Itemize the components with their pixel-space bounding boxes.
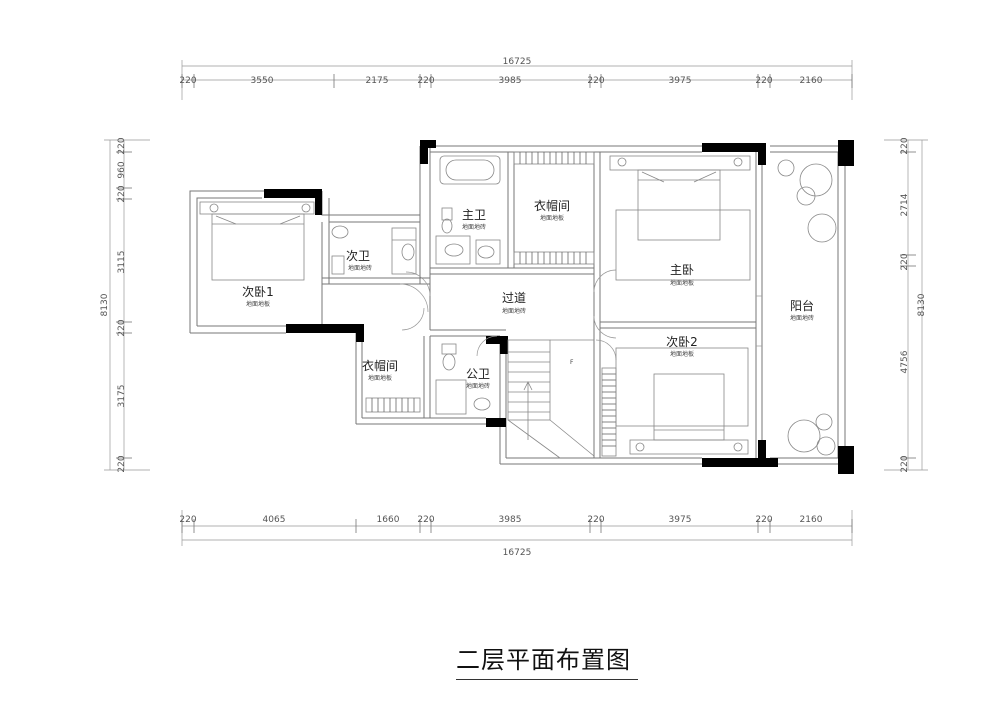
dimension-right: 220 2714 220 4756 220 8130 bbox=[884, 137, 928, 473]
master-bed-furniture bbox=[609, 155, 751, 281]
room-bed1-floor: 地面地板 bbox=[246, 300, 270, 308]
dim-right-2: 220 bbox=[900, 253, 910, 270]
dim-left-0: 220 bbox=[117, 137, 127, 154]
dimension-left: 8130 220 960 220 3115 220 3175 220 bbox=[100, 137, 150, 473]
dim-bottom-5: 220 bbox=[587, 515, 604, 525]
dim-left-3: 3115 bbox=[117, 251, 127, 274]
room-master-bed-floor: 地面地板 bbox=[670, 279, 694, 287]
dim-left-6: 220 bbox=[117, 455, 127, 472]
dim-top-5: 220 bbox=[587, 76, 604, 86]
dim-left-5: 3175 bbox=[117, 385, 127, 408]
dim-left-1: 960 bbox=[117, 161, 127, 178]
public-bath-fixtures bbox=[435, 343, 491, 415]
room-bed2-floor: 地面地板 bbox=[670, 350, 694, 358]
stair-marker: F bbox=[570, 359, 574, 366]
dim-left-total: 8130 bbox=[100, 293, 110, 316]
room-bath2-name: 次卫 bbox=[346, 249, 370, 263]
balcony-plants bbox=[777, 159, 837, 456]
room-hall-name: 过道 bbox=[502, 291, 526, 305]
room-master-bath-name: 主卫 bbox=[462, 208, 486, 222]
room-bed2-name: 次卧2 bbox=[666, 335, 698, 349]
drawing-title: 二层平面布置图 bbox=[456, 640, 638, 680]
dim-top-8: 2160 bbox=[800, 76, 823, 86]
room-public-bath-name: 公卫 bbox=[466, 367, 490, 381]
room-public-bath-floor: 地面地砖 bbox=[466, 382, 490, 390]
dim-bottom-2: 1660 bbox=[377, 515, 400, 525]
dim-right-3: 4756 bbox=[900, 350, 910, 373]
room-bath2-floor: 地面地砖 bbox=[348, 264, 372, 272]
dim-top-2: 2175 bbox=[366, 76, 389, 86]
dim-bottom-0: 220 bbox=[179, 515, 196, 525]
dim-left-4: 220 bbox=[117, 319, 127, 336]
room-bed1-name: 次卧1 bbox=[242, 285, 274, 299]
dim-top-total: 16725 bbox=[503, 57, 532, 67]
bed2-furniture bbox=[615, 347, 749, 455]
staircase bbox=[507, 339, 595, 459]
room-master-bed-name: 主卧 bbox=[670, 263, 694, 277]
dim-right-1: 2714 bbox=[900, 193, 910, 216]
dim-bottom-8: 2160 bbox=[800, 515, 823, 525]
room-master-closet-name: 衣帽间 bbox=[534, 198, 570, 213]
dim-bottom-7: 220 bbox=[755, 515, 772, 525]
dim-right-total: 8130 bbox=[917, 293, 927, 316]
dim-bottom-4: 3985 bbox=[499, 515, 522, 525]
dimension-top: 16725 220 3550 2175 220 3985 220 3975 22… bbox=[179, 57, 853, 100]
doors bbox=[399, 269, 762, 361]
room-balcony-name: 阳台 bbox=[790, 298, 814, 313]
dim-bottom-total: 16725 bbox=[503, 548, 532, 558]
dim-left-2: 220 bbox=[117, 185, 127, 202]
room-master-bath-floor: 地面地砖 bbox=[462, 223, 486, 231]
dim-top-7: 220 bbox=[755, 76, 772, 86]
dim-top-1: 3550 bbox=[251, 76, 274, 86]
dim-top-4: 3985 bbox=[499, 76, 522, 86]
room-master-closet-floor: 地面地板 bbox=[540, 214, 564, 222]
dim-top-6: 3975 bbox=[669, 76, 692, 86]
master-bath-fixtures bbox=[435, 155, 501, 265]
dim-right-4: 220 bbox=[900, 455, 910, 472]
dim-right-0: 220 bbox=[900, 137, 910, 154]
dimension-bottom: 220 4065 1660 220 3985 220 3975 220 2160… bbox=[179, 510, 853, 558]
room-closet2-floor: 地面地板 bbox=[368, 374, 392, 382]
room-closet2-name: 衣帽间 bbox=[362, 358, 398, 373]
dim-top-0: 220 bbox=[179, 76, 196, 86]
room-balcony-floor: 地面地砖 bbox=[790, 314, 814, 322]
structural-columns bbox=[264, 140, 854, 474]
dim-top-3: 220 bbox=[417, 76, 434, 86]
bed1-furniture bbox=[199, 201, 315, 281]
closet-hatching bbox=[365, 151, 617, 457]
bath2-fixtures bbox=[331, 225, 417, 275]
dim-bottom-1: 4065 bbox=[263, 515, 286, 525]
room-labels: 次卧1 地面地板 次卫 地面地砖 主卫 地面地砖 衣帽间 地面地板 主卧 地面地… bbox=[242, 198, 814, 390]
dim-bottom-6: 3975 bbox=[669, 515, 692, 525]
dim-bottom-3: 220 bbox=[417, 515, 434, 525]
room-hall-floor: 地面地砖 bbox=[502, 307, 526, 315]
